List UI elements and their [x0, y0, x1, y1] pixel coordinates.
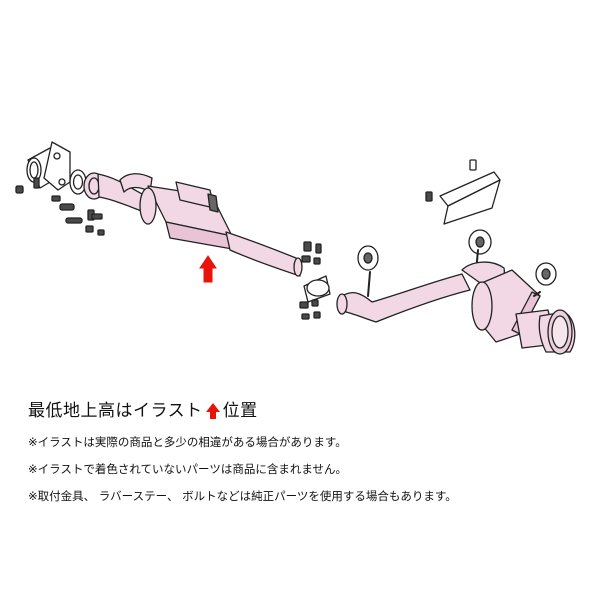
- note-stock-hardware: ※取付金具、 ラバーステー、 ボルトなどは純正パーツを使用する場合もあります。: [28, 489, 457, 503]
- note-illustration-difference: ※イラストは実際の商品と多少の相違がある場合があります。: [28, 435, 347, 449]
- center-pipe-silencer: [97, 173, 303, 277]
- flange-gasket: [69, 169, 87, 195]
- rubber-hangers: [357, 229, 557, 286]
- note-uncolored-parts: ※イラストで着色されていないパーツは商品に含まれません。: [28, 462, 347, 476]
- ground-clearance-headline: 最低地上高はイラスト 位置: [28, 398, 588, 424]
- up-arrow-icon: [205, 403, 220, 419]
- mid-joint-hardware: [299, 241, 331, 320]
- headline-prefix: 最低地上高はイラスト: [28, 401, 203, 421]
- caption-block: 最低地上高はイラスト 位置 ※イラストは実際の商品と多少の相違がある場合がありま…: [28, 398, 588, 506]
- ground-clearance-arrow-icon: [199, 255, 217, 283]
- rear-muffler-section: [336, 249, 576, 355]
- hanger-bracket: [425, 159, 501, 225]
- headline-suffix: 位置: [222, 401, 258, 421]
- exhaust-system-illustration: [15, 141, 576, 355]
- front-joint-hardware: [15, 177, 105, 236]
